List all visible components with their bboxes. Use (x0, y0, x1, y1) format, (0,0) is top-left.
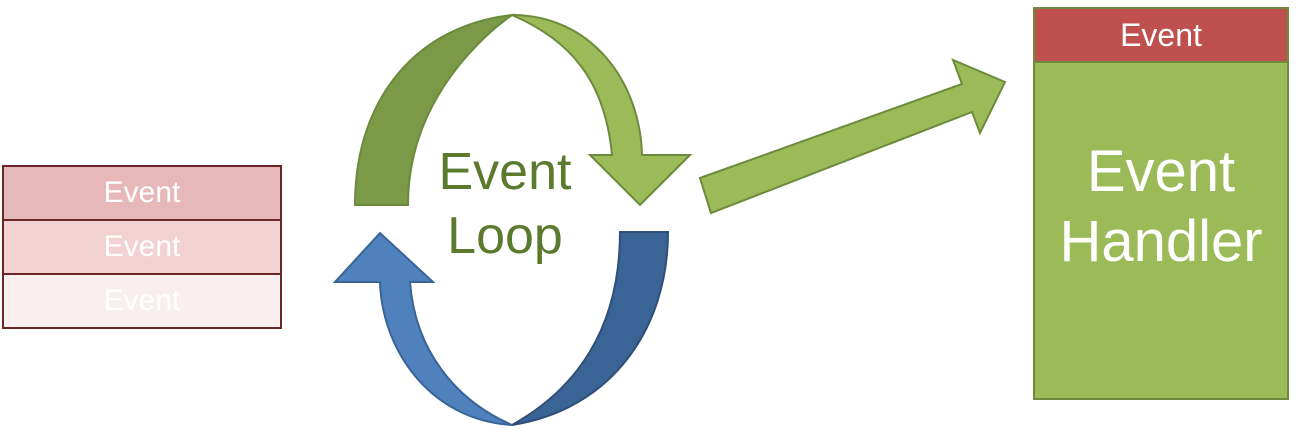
dispatch-arrow (698, 58, 1007, 215)
queue-item-label: Event (103, 230, 181, 263)
queue-item: Event (2, 165, 282, 221)
event-handler-box: Event Event Handler (1033, 7, 1289, 400)
loop-label-line2: Loop (447, 207, 563, 265)
queue-item-label: Event (103, 284, 181, 317)
handler-event-header: Event (1035, 9, 1287, 63)
loop-arrow-top-right (511, 14, 693, 207)
loop-arrow-bottom-left (332, 231, 513, 426)
queue-item: Event (2, 219, 282, 275)
event-queue: Event Event Event (2, 165, 282, 329)
handler-label-line2: Handler (1059, 209, 1263, 274)
queue-item: Event (2, 273, 282, 329)
loop-label-line1: Event (438, 143, 572, 201)
queue-item-label: Event (103, 176, 181, 209)
handler-label-line1: Event (1086, 139, 1236, 204)
event-loop-label: Event Loop (405, 140, 605, 268)
handler-body: Event Handler (1035, 63, 1287, 277)
loop-arrow-bottom-right (511, 231, 670, 426)
